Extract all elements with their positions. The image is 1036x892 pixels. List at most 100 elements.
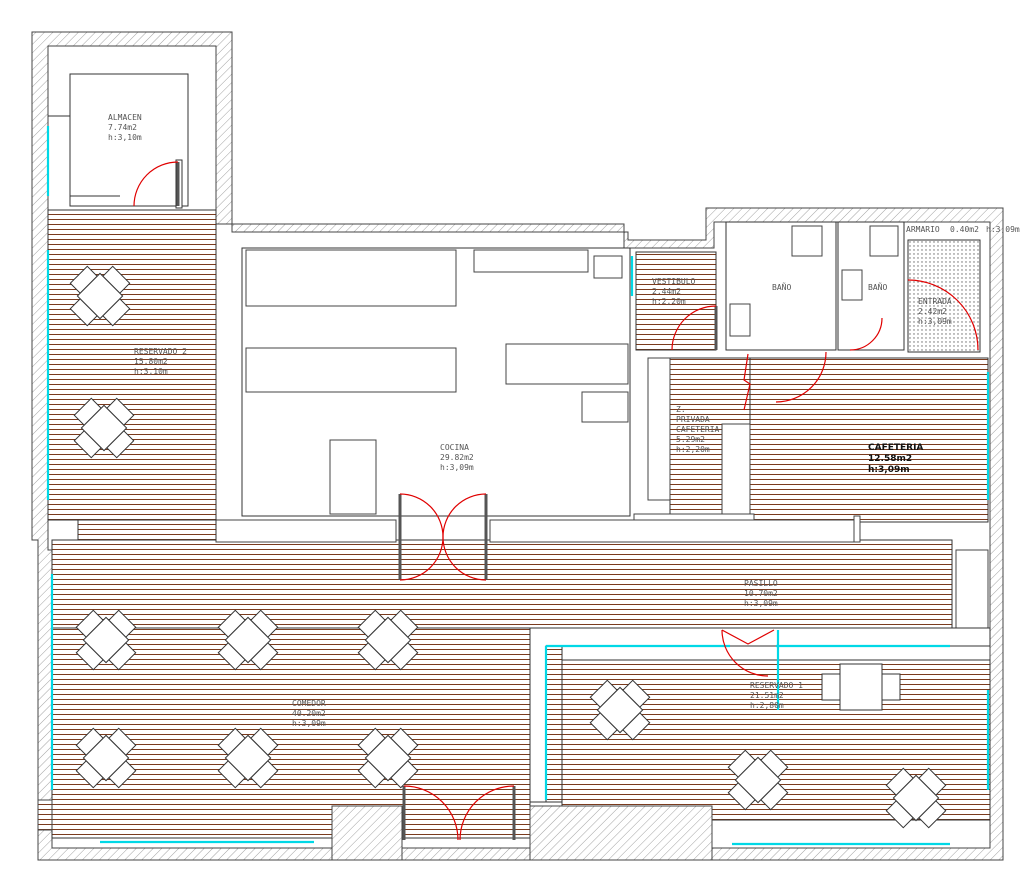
svg-text:PASILLO: PASILLO	[744, 579, 778, 588]
svg-text:h:3,10m: h:3,10m	[108, 133, 142, 142]
table	[734, 756, 782, 804]
table-set	[73, 397, 135, 459]
bano-1-fixture	[791, 225, 823, 257]
svg-text:7.74m2: 7.74m2	[108, 123, 137, 132]
floor-vestibulo	[635, 251, 717, 351]
table	[364, 616, 412, 664]
svg-text:5.29m2: 5.29m2	[676, 435, 705, 444]
svg-text:COMEDOR: COMEDOR	[292, 699, 326, 708]
label-comedor: COMEDOR 40.20m2 h:3,09m	[292, 699, 326, 728]
label-bano-1: BAÑO	[772, 282, 791, 292]
kitchen-sink	[593, 255, 623, 279]
table	[80, 404, 128, 452]
floor-entrada	[907, 239, 981, 353]
toilet-1	[729, 303, 751, 337]
table	[224, 616, 272, 664]
label-armario: ARMARIO 0.40m2 h:3,09m	[906, 225, 1020, 234]
kitchen-counter-right	[473, 249, 589, 273]
red-bench	[77, 519, 217, 541]
table-set	[357, 727, 419, 789]
label-reservado-2: RESERVADO 2 15.80m2 h:3,10m	[134, 347, 187, 376]
svg-text:2.42m2: 2.42m2	[918, 307, 947, 316]
kitchen-unit-4	[329, 439, 377, 515]
svg-text:40.20m2: 40.20m2	[292, 709, 326, 718]
table	[76, 272, 124, 320]
svg-text:h:3,09m: h:3,09m	[986, 225, 1020, 234]
svg-text:21.51m2: 21.51m2	[750, 691, 784, 700]
svg-text:h:2,20m: h:2,20m	[676, 445, 710, 454]
kitchen-island-2	[505, 343, 629, 385]
table-set	[69, 265, 131, 327]
kitchen-counter-top	[245, 249, 457, 307]
svg-text:RESERVADO 1: RESERVADO 1	[750, 681, 803, 690]
svg-text:Z.: Z.	[676, 405, 686, 414]
zona-privada-wall	[647, 357, 671, 501]
toilet-2	[841, 269, 863, 301]
svg-text:COCINA: COCINA	[440, 443, 469, 452]
label-zona-privada: Z. PRIVADA CAFETERIA 5.29m2 h:2,20m	[676, 405, 720, 454]
label-pasillo: PASILLO 10.70m2 h:3,09m	[744, 579, 778, 608]
svg-text:ALMACEN: ALMACEN	[108, 113, 142, 122]
svg-text:10.70m2: 10.70m2	[744, 589, 778, 598]
glazing	[46, 126, 990, 846]
svg-text:0.40m2: 0.40m2	[950, 225, 979, 234]
table	[892, 774, 940, 822]
svg-text:29.82m2: 29.82m2	[440, 453, 474, 462]
svg-text:h:2,20m: h:2,20m	[652, 297, 686, 306]
label-reservado-1: RESERVADO 1 21.51m2 h:2,80m	[750, 681, 803, 710]
table-set	[357, 609, 419, 671]
svg-text:h:3,09m: h:3,09m	[440, 463, 474, 472]
svg-text:PRIVADA: PRIVADA	[676, 415, 710, 424]
svg-text:h:3,09m: h:3,09m	[292, 719, 326, 728]
table	[364, 734, 412, 782]
service-counter-3	[853, 515, 861, 543]
bottom-wall-block-mid	[529, 805, 713, 861]
floor-reservado-1-strip	[545, 645, 563, 803]
svg-text:h:3,09m: h:3,09m	[918, 317, 952, 326]
service-counter	[215, 519, 397, 543]
svg-text:CAFETERIA: CAFETERIA	[868, 443, 923, 453]
label-cocina: COCINA 29.82m2 h:3,09m	[440, 443, 474, 472]
table-set	[75, 609, 137, 671]
table-set	[75, 727, 137, 789]
doors	[133, 161, 979, 841]
label-bano-2: BAÑO	[868, 282, 887, 292]
service-counter-2	[489, 519, 855, 543]
svg-text:2.44m2: 2.44m2	[652, 287, 681, 296]
booth-table	[821, 663, 901, 711]
svg-text:15.80m2: 15.80m2	[134, 357, 168, 366]
svg-text:12.58m2: 12.58m2	[868, 454, 912, 464]
table	[224, 734, 272, 782]
bottom-wall-block-left-2	[37, 799, 53, 831]
table	[82, 734, 130, 782]
svg-text:VESTIBULO: VESTIBULO	[652, 277, 696, 286]
table-set	[589, 679, 651, 741]
table-set	[217, 609, 279, 671]
room-almacen	[69, 73, 189, 207]
bano-2-fixture	[869, 225, 899, 257]
svg-text:h:3,10m: h:3,10m	[134, 367, 168, 376]
label-vestibulo: VESTIBULO 2.44m2 h:2,20m	[652, 277, 696, 306]
svg-text:h:2,80m: h:2,80m	[750, 701, 784, 710]
svg-text:ENTRADA: ENTRADA	[918, 297, 952, 306]
label-almacen: ALMACEN 7.74m2 h:3,10m	[108, 113, 142, 142]
svg-text:RESERVADO 2: RESERVADO 2	[134, 347, 187, 356]
svg-text:h:3,09m: h:3,09m	[868, 465, 910, 475]
table	[596, 686, 644, 734]
table-set	[885, 767, 947, 829]
label-cafeteria: CAFETERIA 12.58m2 h:3,09m	[868, 443, 923, 475]
kitchen-unit-3	[581, 391, 629, 423]
label-entrada: ENTRADA 2.42m2 h:3,09m	[918, 297, 952, 326]
svg-text:ARMARIO: ARMARIO	[906, 225, 940, 234]
svg-text:h:3,09m: h:3,09m	[744, 599, 778, 608]
table-sets	[69, 265, 947, 829]
floor-reservado-2	[47, 209, 217, 521]
zona-privada-wall-2	[721, 423, 751, 517]
table-set	[727, 749, 789, 811]
floor-cafeteria	[749, 357, 989, 523]
kitchen-island-1	[245, 347, 457, 393]
corridor-cabinet	[955, 549, 989, 631]
svg-text:CAFETERIA: CAFETERIA	[676, 425, 720, 434]
table-set	[217, 727, 279, 789]
